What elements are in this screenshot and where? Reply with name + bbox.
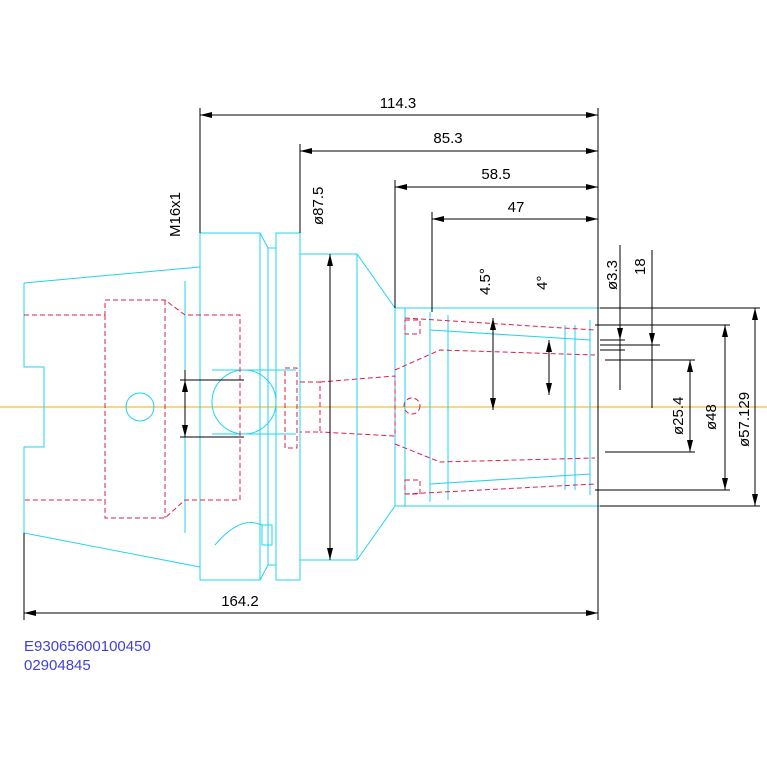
dim-mid-diameter: ø48 xyxy=(703,404,720,430)
dimension-lines xyxy=(23,108,760,620)
dim-to-nose: 58.5 xyxy=(481,166,510,183)
dim-offset-18: 18 xyxy=(632,258,649,275)
dim-bore-diameter: ø25.4 xyxy=(670,397,687,435)
dim-collet-depth: 47 xyxy=(508,199,525,216)
hidden-lines xyxy=(24,299,596,519)
dim-small-diameter: ø3.3 xyxy=(604,260,621,290)
part-code-primary: E93065600100450 xyxy=(24,638,151,655)
dim-to-collar: 85.3 xyxy=(433,130,462,147)
dim-angle-inner: 4° xyxy=(534,276,551,290)
dim-draw-thread: M16x1 xyxy=(167,192,184,237)
dim-collar-diameter: ø87.5 xyxy=(310,187,327,225)
dim-overall-to-flange: 114.3 xyxy=(380,95,416,112)
holder-outline xyxy=(23,232,600,581)
dim-nose-diameter: ø57.129 xyxy=(736,392,753,447)
dim-overall-length: 164.2 xyxy=(221,593,259,610)
arrowheads xyxy=(24,112,758,616)
dim-angle-outer: 4.5° xyxy=(477,268,494,295)
part-code-secondary: 02904845 xyxy=(24,657,91,674)
